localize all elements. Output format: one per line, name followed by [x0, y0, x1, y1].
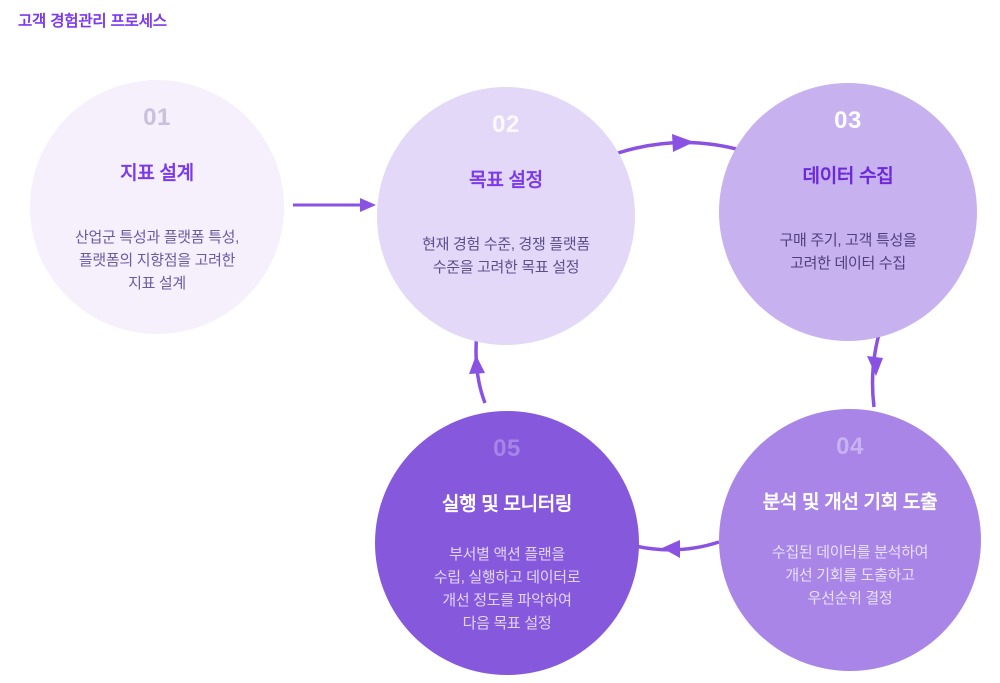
step-circle-1: 01 지표 설계 산업군 특성과 플랫폼 특성, 플랫폼의 지향점을 고려한 지…: [30, 80, 284, 334]
step-circle-5: 05 실행 및 모니터링 부서별 액션 플랜을 수립, 실행하고 데이터로 개선…: [375, 411, 639, 675]
step-number: 03: [834, 107, 862, 134]
step-number: 05: [493, 435, 521, 462]
step-description: 산업군 특성과 플랫폼 특성, 플랫폼의 지향점을 고려한 지표 설계: [75, 229, 239, 292]
step-title: 목표 설정: [469, 170, 543, 191]
step-circle-4: 04 분석 및 개선 기회 도출 수집된 데이터를 분석하여 개선 기회를 도출…: [719, 409, 981, 671]
step-circle-3: 03 데이터 수집 구매 주기, 고객 특성을 고려한 데이터 수집: [719, 83, 977, 341]
page-title: 고객 경험관리 프로세스: [18, 13, 167, 30]
step-title: 지표 설계: [120, 163, 194, 184]
step-description: 부서별 액션 플랜을 수립, 실행하고 데이터로 개선 정도를 파악하여 다음 …: [433, 546, 581, 632]
step-number: 01: [143, 104, 171, 131]
step-title: 데이터 수집: [802, 166, 894, 187]
arrow-step4-to-step5: [630, 540, 720, 558]
step-title: 실행 및 모니터링: [441, 494, 573, 515]
step-description: 구매 주기, 고객 특성을 고려한 데이터 수집: [779, 232, 917, 272]
step-number: 04: [836, 433, 864, 460]
step-circle-2: 02 목표 설정 현재 경험 수준, 경쟁 플랫폼 수준을 고려한 목표 설정: [377, 87, 635, 345]
step-title: 분석 및 개선 기회 도출: [762, 492, 938, 513]
arrow-step1-to-step2: [293, 198, 376, 212]
step-description: 현재 경험 수준, 경쟁 플랫폼 수준을 고려한 목표 설정: [422, 236, 590, 276]
step-number: 02: [492, 111, 520, 138]
step-description: 수집된 데이터를 분석하여 개선 기회를 도출하고 우선순위 결정: [771, 544, 929, 607]
arrow-step2-to-step3: [617, 134, 745, 155]
